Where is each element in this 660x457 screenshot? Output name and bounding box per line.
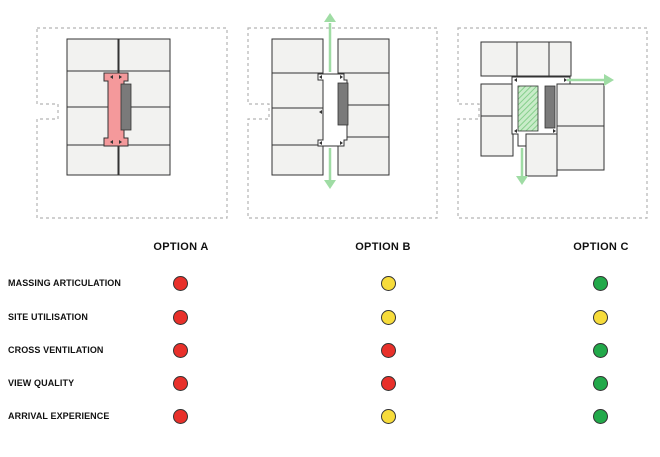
rating-dot-red bbox=[173, 409, 188, 424]
rating-dot-yellow bbox=[381, 310, 396, 325]
option-b-header: OPTION B bbox=[355, 241, 411, 253]
option-a-header: OPTION A bbox=[153, 241, 209, 253]
site-boundary bbox=[36, 27, 228, 219]
criterion-label: MASSING ARTICULATION bbox=[8, 278, 121, 288]
rating-dot-red bbox=[173, 310, 188, 325]
corridor-hatched bbox=[517, 85, 539, 132]
option-b-plan bbox=[247, 13, 438, 219]
floor-plan-diagrams bbox=[36, 13, 648, 219]
criterion-label: SITE UTILISATION bbox=[8, 312, 88, 322]
rating-dot-red bbox=[381, 376, 396, 391]
core bbox=[120, 83, 132, 131]
apartment-units bbox=[480, 41, 605, 177]
site-boundary bbox=[457, 27, 648, 219]
core bbox=[337, 82, 349, 126]
core bbox=[544, 85, 556, 129]
rating-dot-green bbox=[593, 343, 608, 358]
option-a-plan bbox=[36, 27, 228, 219]
rating-dot-green bbox=[593, 276, 608, 291]
rating-dot-yellow bbox=[593, 310, 608, 325]
rating-dot-red bbox=[173, 343, 188, 358]
rating-dot-red bbox=[381, 343, 396, 358]
criterion-label: VIEW QUALITY bbox=[8, 378, 75, 388]
rating-dot-green bbox=[593, 409, 608, 424]
rating-dot-red bbox=[173, 276, 188, 291]
criterion-label: ARRIVAL EXPERIENCE bbox=[8, 411, 110, 421]
site-boundary bbox=[247, 27, 438, 219]
rating-dot-red bbox=[173, 376, 188, 391]
circulation-arrow bbox=[520, 78, 606, 178]
criterion-label: CROSS VENTILATION bbox=[8, 345, 104, 355]
rating-dot-green bbox=[593, 376, 608, 391]
rating-dot-yellow bbox=[381, 409, 396, 424]
option-c-plan bbox=[457, 27, 648, 219]
option-c-header: OPTION C bbox=[573, 241, 629, 253]
rating-dot-yellow bbox=[381, 276, 396, 291]
